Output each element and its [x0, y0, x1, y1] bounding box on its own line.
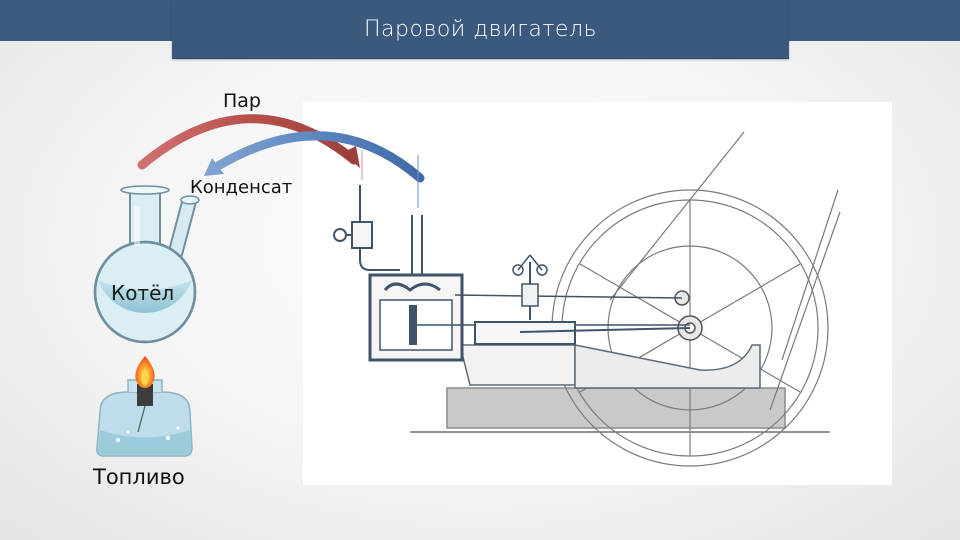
boiler-label: Котёл	[111, 281, 175, 305]
burner-icon	[96, 379, 193, 457]
flask-icon	[93, 185, 200, 344]
page-title: Паровой двигатель	[364, 16, 597, 42]
steam-label: Пар	[223, 90, 261, 112]
condensate-label: Конденсат	[190, 177, 293, 198]
steam-engine-illustration	[333, 131, 841, 467]
steam-arrow	[137, 114, 360, 170]
title-box: Паровой двигатель	[172, 0, 789, 59]
flame-icon	[135, 356, 155, 388]
fuel-label: Топливо	[93, 465, 185, 489]
condensate-arrow	[204, 131, 425, 183]
